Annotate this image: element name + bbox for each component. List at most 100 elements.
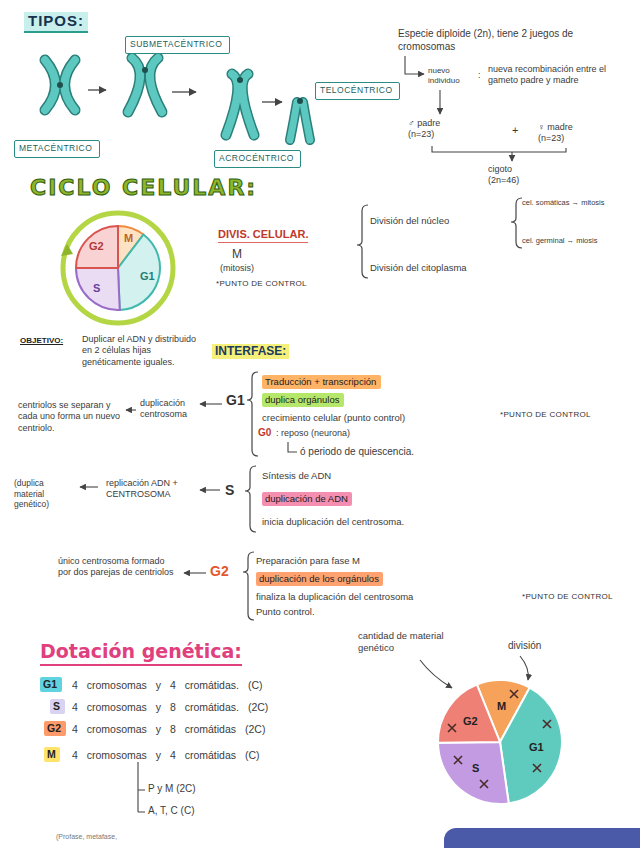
pie-sector: [438, 742, 509, 804]
note-text: (duplica material genético): [14, 478, 76, 510]
left-arrow: [80, 486, 98, 487]
note-text: G0: [258, 427, 271, 440]
chromatid: [128, 58, 162, 112]
type-label-box: ACROCÉNTRICO: [214, 150, 301, 168]
note-text: Preparación para fase M: [256, 555, 360, 567]
sequence-arrow: [172, 91, 196, 92]
down-arrow: [439, 90, 440, 114]
highlight-band: G2: [44, 721, 66, 736]
hook-line: [288, 442, 297, 452]
chromatid-outline: [45, 60, 75, 110]
sequence-arrow: [88, 89, 106, 90]
pie-chart: [438, 680, 562, 804]
note-text: G2: [463, 715, 478, 729]
note-text: A, T, C (C): [148, 805, 194, 818]
note-text: centriolos se separan y cada uno forma u…: [18, 400, 123, 434]
note-text: +: [512, 124, 518, 138]
note-text: finaliza la duplicación del centrosoma: [256, 591, 413, 603]
type-label-box: TELOCÉNTRICO: [315, 82, 400, 100]
note-text: TIPOS:: [24, 12, 88, 33]
note-text: 4 cromosomas y 4 cromátidas (C): [72, 749, 260, 762]
curly-brace: [245, 466, 256, 532]
chromatid: [226, 74, 254, 135]
highlight-band: M: [44, 747, 60, 762]
box-text: SUBMETACÉNTRICO: [130, 39, 222, 49]
pie-charts: [76, 226, 562, 804]
curly-brace: [243, 552, 254, 620]
note-text: G1: [529, 741, 544, 755]
chromosome-mark: [448, 724, 456, 732]
pie-sector: [438, 684, 500, 742]
note-text: M: [124, 232, 133, 246]
telocentric-chromosome: [290, 98, 310, 140]
note-text: : reposo (neurona): [276, 428, 350, 439]
centromere: [142, 67, 148, 73]
note-text: nuevo individuo: [428, 66, 476, 86]
note-text: M: [232, 247, 242, 262]
left-arrow: [200, 403, 222, 404]
box-text: duplicación de ADN: [265, 493, 348, 504]
leader-arrow: [520, 656, 528, 680]
note-text: G1: [226, 392, 245, 410]
hook-arrow: [405, 56, 424, 74]
chromosome-mark: [510, 690, 518, 698]
note-text: Punto control.: [256, 606, 315, 618]
box-text: TELOCÉNTRICO: [320, 85, 393, 95]
highlight-band: Traducción + transcripción: [262, 375, 381, 389]
note-text: G2: [89, 240, 104, 254]
box-text: duplica orgánulos: [265, 394, 339, 405]
sequence-arrow: [262, 101, 282, 102]
note-text: duplicación centrosoma: [140, 398, 212, 421]
note-text: 4 cromosomas y 8 cromátidas. (2C): [72, 701, 268, 714]
chromosome-mark: [533, 764, 541, 772]
box-text: duplicación de los orgánulos: [259, 573, 379, 584]
cycle-arrow-head: [61, 244, 73, 256]
chromatid-outline: [290, 102, 310, 140]
note-text: 4 cromosomas y 8 cromátidas (2C): [72, 723, 265, 736]
cycle-ring: [63, 213, 173, 323]
note-text: cel. somáticas → mitosis: [522, 198, 605, 207]
note-text: G2: [210, 563, 229, 581]
box-text: Traducción + transcripción: [265, 376, 376, 387]
highlight-band: duplicación de los orgánulos: [256, 572, 383, 586]
merge-bracket: [432, 146, 566, 152]
note-text: *PUNTO DE CONTROL: [216, 279, 307, 289]
note-text: ♀ madre (n=23): [538, 122, 588, 145]
chromatid-outline: [226, 74, 254, 135]
chromosome-mark: [543, 720, 551, 728]
note-text: replicación ADN + CENTROSOMA: [106, 478, 196, 501]
note-text: Especie diploide (2n), tiene 2 juegos de…: [398, 28, 598, 53]
note-text: división: [508, 640, 541, 653]
note-text: crecimiento celular (punto control): [262, 412, 405, 424]
box-text: G2: [47, 722, 61, 735]
pie-chart: [76, 226, 160, 310]
note-text: nueva recombinación entre el gameto padr…: [488, 64, 613, 87]
chromatid: [290, 102, 310, 140]
curly-brace: [247, 372, 258, 456]
centromere: [237, 77, 243, 83]
note-text: cantidad de material genético: [358, 630, 448, 654]
left-arrow: [200, 489, 220, 490]
note-text: cigoto (2n=46): [488, 164, 536, 187]
note-text: inicia duplicación del centrosoma.: [262, 516, 404, 528]
note-text: cel. germinal → miosis: [522, 236, 597, 245]
note-text: CICLO CELULAR:: [30, 174, 257, 202]
note-text: M: [497, 700, 506, 714]
note-text: División del citoplasma: [370, 262, 467, 274]
curly-brace: [357, 205, 368, 278]
centromere: [297, 98, 303, 104]
note-text: Dotación genética:: [40, 640, 242, 666]
note-text: INTERFASE:: [212, 344, 289, 359]
box-text: M: [47, 748, 56, 761]
curly-brace: [511, 198, 522, 248]
left-arrow: [126, 409, 136, 410]
type-label-box: SUBMETACÉNTRICO: [125, 36, 230, 54]
chromatid: [45, 60, 75, 110]
note-text: único centrosoma formado por dos parejas…: [58, 556, 178, 579]
highlight-band: duplicación de ADN: [262, 492, 352, 506]
box-text: S: [53, 700, 60, 713]
note-text: *PUNTO DE CONTROL: [522, 592, 613, 602]
note-text: División del núcleo: [370, 215, 449, 227]
note-text: :: [478, 70, 481, 81]
centromere: [57, 82, 63, 88]
